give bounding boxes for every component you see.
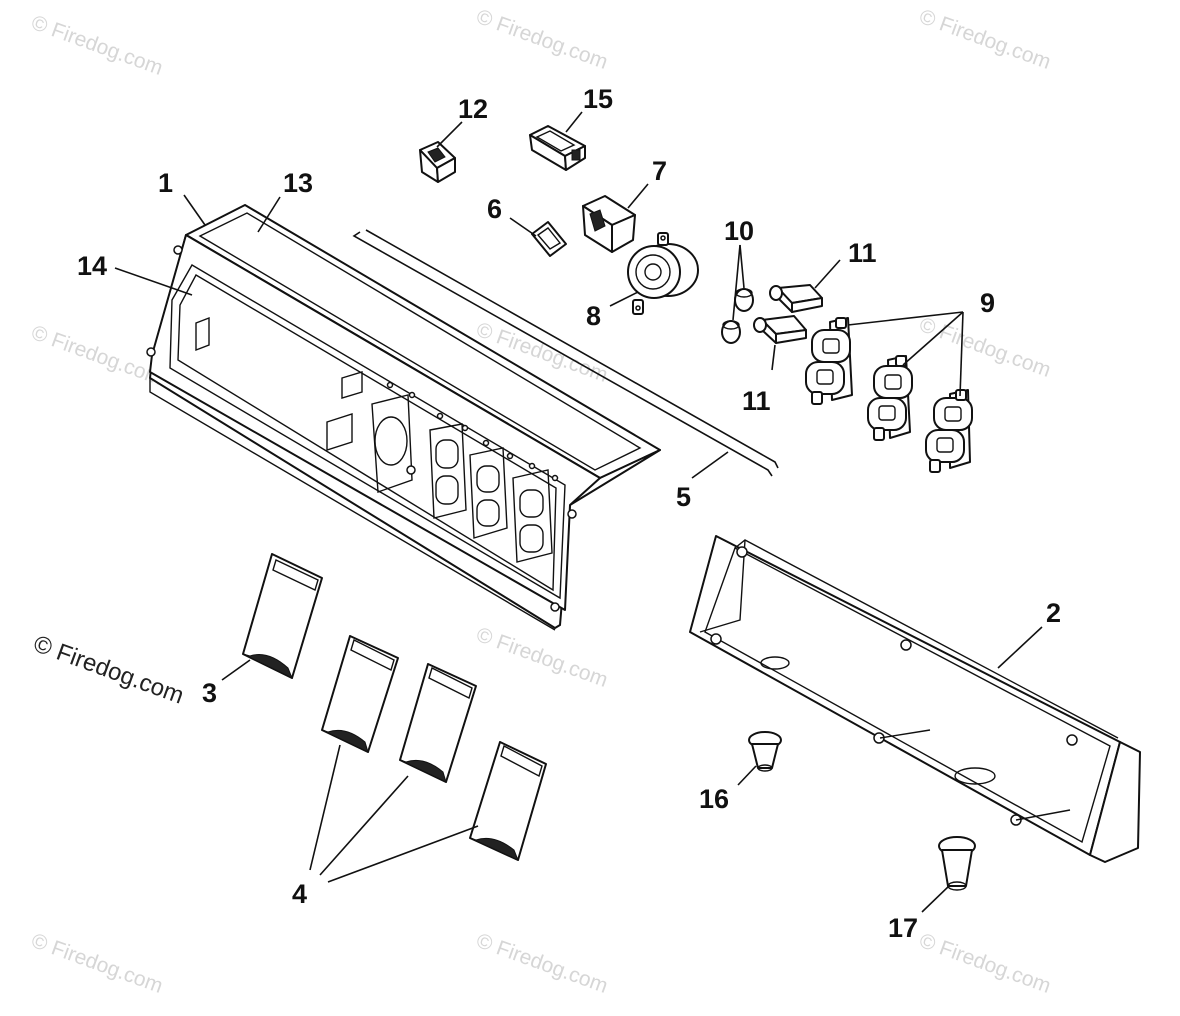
callout-15: 15 <box>583 84 613 114</box>
switch-part-6 <box>531 221 567 257</box>
grommet-part-16 <box>748 731 782 772</box>
watermark: © Firedog.com <box>28 321 166 390</box>
callout-17: 17 <box>888 913 918 943</box>
watermark: © Firedog.com <box>916 313 1054 382</box>
watermark: © Firedog.com <box>473 5 611 74</box>
callout-4: 4 <box>292 879 307 909</box>
grommet-part-17 <box>938 836 976 891</box>
watermark: © Firedog.com <box>28 929 166 998</box>
rod-part-5 <box>352 229 779 477</box>
callouts: 1 13 14 12 15 7 6 8 10 11 11 9 5 2 3 4 1… <box>77 84 1061 943</box>
watermark: © Firedog.com <box>916 5 1054 74</box>
watermark: © Firedog.com <box>28 11 166 80</box>
watermark: © Firedog.com <box>916 929 1054 998</box>
callout-14: 14 <box>77 251 107 281</box>
callout-13: 13 <box>283 168 313 198</box>
switch-part-7 <box>582 195 636 253</box>
callout-12: 12 <box>458 94 488 124</box>
callout-1: 1 <box>158 168 173 198</box>
callout-9: 9 <box>980 288 995 318</box>
duplex-receptacle-part-9 <box>805 317 973 473</box>
watermark: © Firedog.com <box>473 623 611 692</box>
covers-part-4 <box>321 635 547 861</box>
circuit-breaker-part-11 <box>753 284 823 344</box>
copyright-text: © Firedog.com <box>30 630 187 709</box>
meter-part-15 <box>529 125 586 171</box>
callout-11a: 11 <box>848 238 877 268</box>
rocker-switch-part-12 <box>419 141 456 183</box>
callout-10: 10 <box>724 216 754 246</box>
callout-2: 2 <box>1046 598 1061 628</box>
cover-part-3 <box>242 553 323 680</box>
cap-part-10 <box>721 288 754 344</box>
twist-lock-receptacle-part-8 <box>627 232 699 315</box>
watermark: © Firedog.com <box>473 929 611 998</box>
callout-6: 6 <box>487 194 502 224</box>
callout-16: 16 <box>699 784 729 814</box>
leader-lines <box>114 111 1043 913</box>
callout-3: 3 <box>202 678 217 708</box>
back-box-part-2 <box>689 535 1141 863</box>
callout-11b: 11 <box>742 386 771 416</box>
callout-8: 8 <box>586 301 601 331</box>
control-panel-part-1 <box>146 204 661 631</box>
callout-7: 7 <box>652 156 667 186</box>
callout-5: 5 <box>676 482 691 512</box>
